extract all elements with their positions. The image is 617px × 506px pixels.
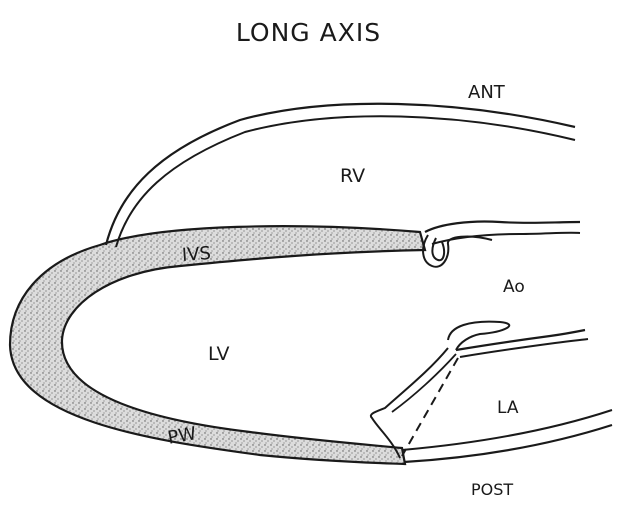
label-right-ventricle: RV [340, 167, 365, 186]
aortic-valve-anterior-cusp [423, 235, 492, 267]
diagram-title: LONG AXIS [0, 20, 617, 45]
label-aorta: Ao [503, 279, 525, 296]
label-posterior-wall: PW [166, 425, 197, 448]
label-left-ventricle: LV [208, 345, 230, 364]
aortic-anterior-wall [425, 221, 580, 232]
label-posterior: POST [471, 482, 513, 498]
label-interventricular-septum: IVS [181, 245, 211, 265]
la-posterior-wall [404, 425, 612, 462]
label-left-atrium: LA [497, 400, 519, 417]
label-anterior: ANT [468, 84, 505, 102]
aortic-posterior-wall-inner [460, 339, 588, 357]
mitral-annulus-dashed-line [402, 358, 458, 456]
anterior-mitral-leaflet-inner [392, 354, 456, 412]
